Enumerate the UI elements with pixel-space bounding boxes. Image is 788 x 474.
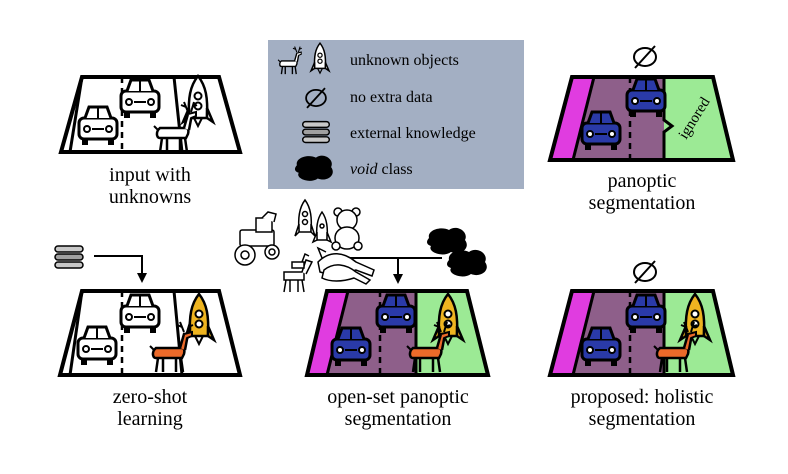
holistic-panel: [547, 260, 736, 377]
caption-line: segmentation: [588, 192, 696, 214]
legend: unknown objects no extra data external k…: [268, 40, 524, 189]
no-extra-data-icon: [305, 87, 327, 109]
deer-icon: [283, 252, 314, 293]
caption-line: proposed: holistic: [570, 386, 714, 408]
open-set-panel: [304, 227, 491, 377]
external-knowledge-icon: [301, 120, 331, 144]
open-set-caption: open-set panoptic segmentation: [290, 386, 506, 430]
caption-line: segmentation: [588, 408, 696, 430]
rocket-icon: [310, 42, 330, 74]
legend-no-extra-data: no extra data: [350, 89, 433, 106]
zero-shot-caption: zero-shot learning: [60, 386, 240, 430]
input-caption: input with unknowns: [60, 164, 240, 208]
caption-line: segmentation: [344, 408, 452, 430]
caption-line: panoptic: [607, 170, 677, 192]
caption-line: unknowns: [108, 186, 192, 208]
void-blob-icon: [447, 249, 487, 277]
unknown-objects-cluster: [234, 198, 375, 293]
legend-unknown-objects: unknown objects: [350, 52, 459, 69]
rocket-icon: [294, 198, 316, 237]
deer-icon: [277, 45, 303, 75]
no-extra-data-icon: [633, 45, 657, 69]
holistic-caption: proposed: holistic segmentation: [534, 386, 750, 430]
void-word: void: [350, 161, 378, 178]
panoptic-panel: [547, 45, 736, 162]
caption-line: zero-shot: [112, 386, 188, 408]
class-word: class: [377, 161, 413, 178]
void-class-icon: [295, 155, 333, 181]
input-panel: [58, 74, 243, 154]
teddy-bear-icon: [331, 207, 363, 251]
external-knowledge-icon: [54, 245, 84, 269]
rocket-icon: [311, 210, 333, 244]
panoptic-caption: panoptic segmentation: [552, 170, 732, 214]
legend-external-knowledge: external knowledge: [350, 125, 476, 142]
zero-shot-panel: [54, 245, 243, 377]
tractor-icon: [234, 211, 280, 266]
horses-icon: [316, 246, 375, 285]
caption-line: input with: [109, 164, 191, 186]
no-extra-data-icon: [633, 260, 657, 284]
caption-line: learning: [117, 408, 183, 430]
legend-void-class: void class: [350, 161, 413, 179]
caption-line: open-set panoptic: [327, 386, 469, 408]
